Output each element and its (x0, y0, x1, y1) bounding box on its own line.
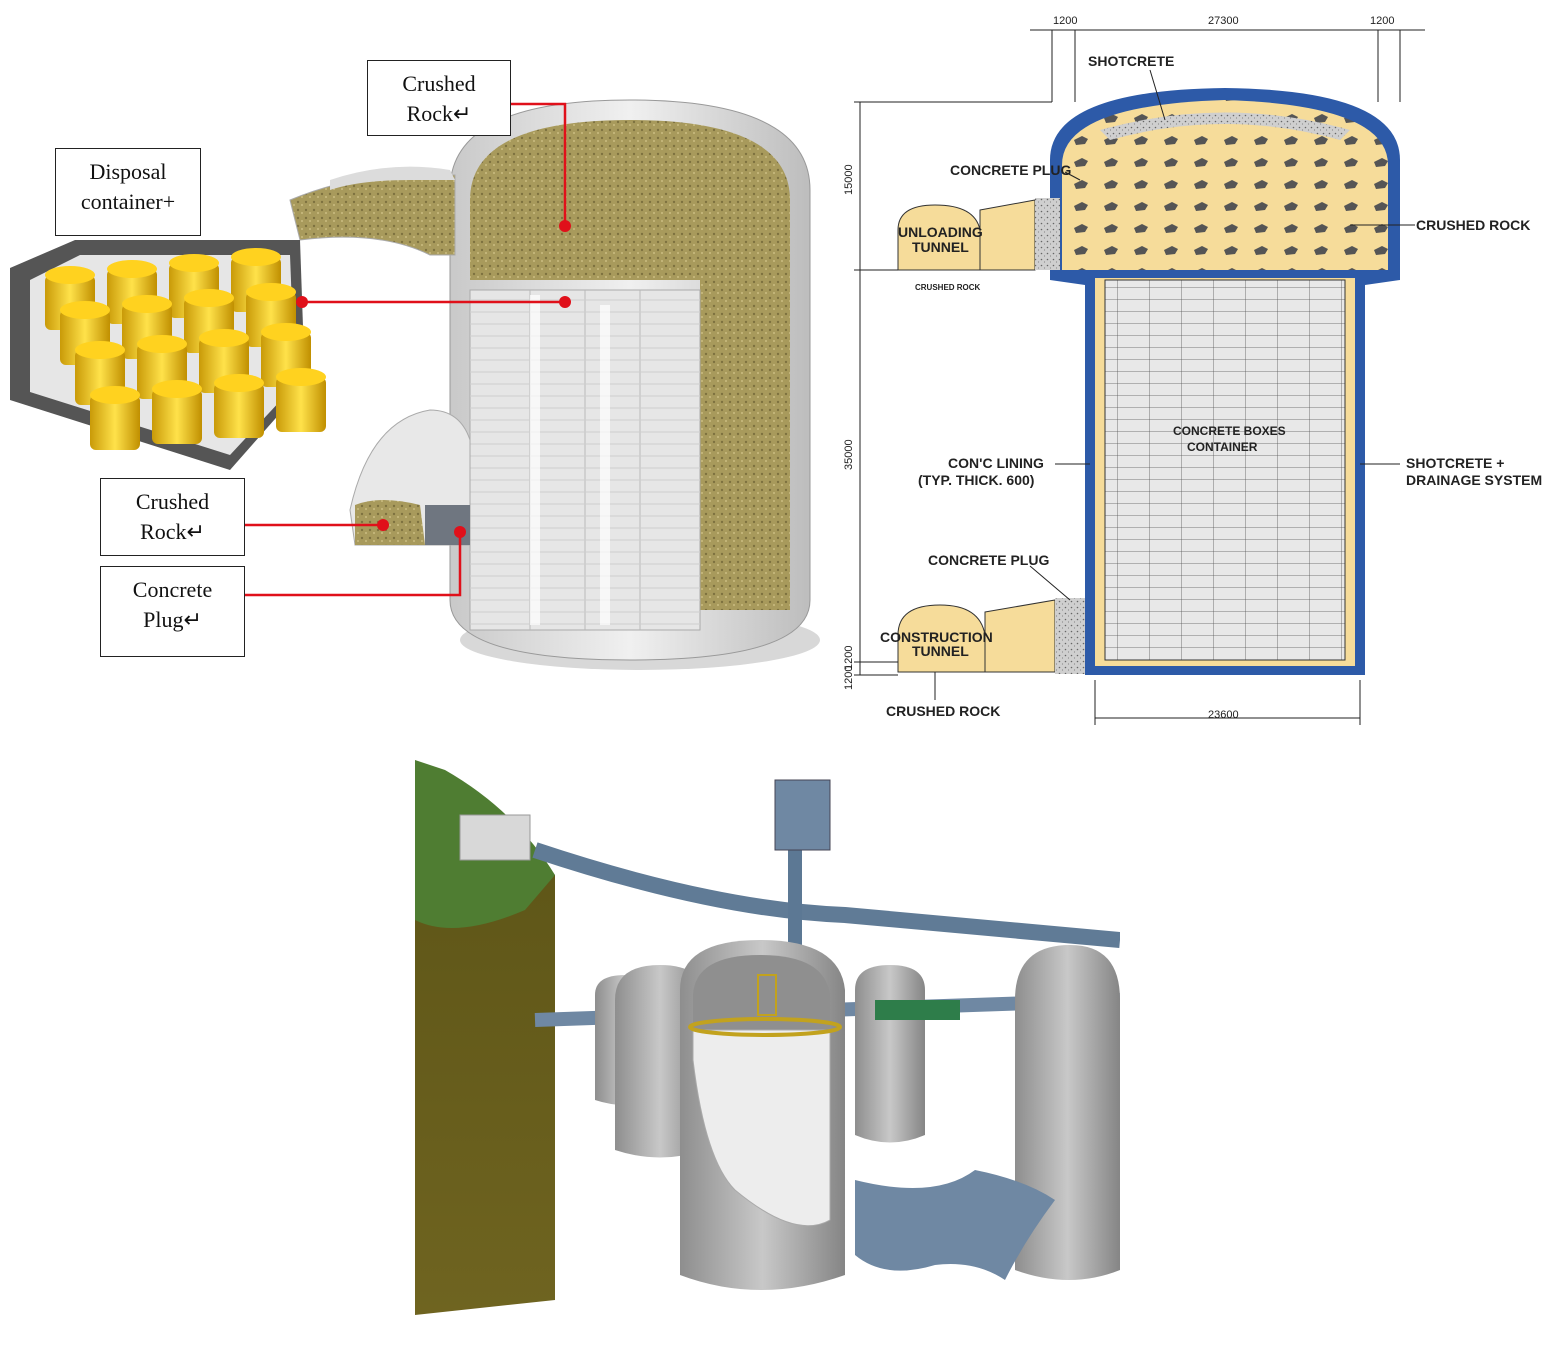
callout-concrete-plug: Concrete Plug↵ (100, 566, 245, 657)
facility-render-graphic (415, 760, 1121, 1315)
waste-barrel-lid (137, 335, 187, 353)
label-shotcrete-drain-1: SHOTCRETE + (1406, 455, 1504, 471)
surface-building (459, 814, 531, 861)
waste-barrel-lid (261, 323, 311, 341)
waste-barrel-lid (60, 301, 110, 319)
callout-line-1: Crushed (135, 489, 210, 514)
dim-bottom: 23600 (1208, 709, 1239, 721)
callout-line-1: Concrete (132, 577, 213, 602)
waste-barrel-lid (75, 341, 125, 359)
dim-left-low-1: 1200 (843, 646, 855, 670)
dim-top-mid: 27300 (1208, 15, 1239, 27)
facility-3d-render (415, 760, 1121, 1330)
disposal-container-box (10, 240, 326, 470)
label-concrete-plug-bottom: CONCRETE PLUG (928, 552, 1049, 568)
label-construction-tunnel-2: TUNNEL (912, 643, 969, 659)
label-unloading-tunnel-1: UNLOADING (898, 224, 983, 240)
callout-crushed-rock-top: Crushed Rock↵ (367, 60, 511, 136)
waste-barrel-lid (276, 368, 326, 386)
waste-barrel-lid (169, 254, 219, 272)
label-crushed-rock-small: CRUSHED ROCK (915, 283, 981, 292)
cross-section-graphic: SHOTCRETE CONCRETE PLUG CRUSHED ROCK UNL… (843, 15, 1542, 725)
callout-line-2: container+ (80, 189, 176, 214)
label-crushed-rock-bottom: CRUSHED ROCK (886, 703, 1000, 719)
transport-truck (875, 1000, 960, 1020)
waste-barrel-lid (231, 248, 281, 266)
label-shotcrete-drain-2: DRAINAGE SYSTEM (1406, 472, 1542, 488)
waste-barrel (152, 389, 202, 444)
ventilation-tower (774, 779, 831, 851)
callout-line-2: Plug↵ (143, 607, 202, 632)
silo-cross-section-drawing: SHOTCRETE CONCRETE PLUG CRUSHED ROCK UNL… (830, 0, 1565, 735)
label-unloading-tunnel-2: TUNNEL (912, 239, 969, 255)
waste-barrel-lid (246, 283, 296, 301)
callout-leader-lines (245, 102, 567, 597)
label-concrete-boxes-1: CONCRETE BOXES (1173, 424, 1286, 438)
callout-crushed-rock-bottom: Crushed Rock↵ (100, 478, 245, 556)
waste-barrel (276, 377, 326, 432)
waste-barrel (214, 383, 264, 438)
label-construction-tunnel-1: CONSTRUCTION (880, 629, 993, 645)
callout-line-2: Rock↵ (406, 101, 472, 126)
dim-left-upper: 15000 (843, 164, 855, 195)
dim-left-low-2: 1200 (843, 666, 855, 690)
silo-cutaway-illustration (0, 0, 820, 700)
waste-barrel-lid (90, 386, 140, 404)
callout-leader-dots (296, 220, 571, 538)
dimension-lines (854, 29, 1425, 725)
concrete-box-stack (469, 289, 701, 631)
dim-left-mid: 35000 (843, 439, 855, 470)
waste-barrel-lid (45, 266, 95, 284)
dim-top-right: 1200 (1370, 15, 1394, 27)
label-concrete-plug-top: CONCRETE PLUG (950, 162, 1071, 178)
label-lining-1: CON'C LINING (948, 455, 1044, 471)
waste-barrel-lid (199, 329, 249, 347)
label-crushed-rock-right: CRUSHED ROCK (1416, 217, 1530, 233)
waste-barrel-lid (184, 289, 234, 307)
callout-line-1: Crushed (402, 71, 476, 96)
waste-barrel (90, 395, 140, 450)
waste-barrel-lid (214, 374, 264, 392)
waste-barrel-lid (122, 295, 172, 313)
label-lining-2: (TYP. THICK. 600) (918, 472, 1034, 488)
label-shotcrete: SHOTCRETE (1088, 53, 1174, 69)
waste-barrel-lid (107, 260, 157, 278)
callout-line-1: Disposal (89, 159, 167, 184)
callout-disposal-container: Disposal container+ (55, 148, 201, 236)
callout-line-2: Rock↵ (140, 519, 205, 544)
label-concrete-boxes-2: CONTAINER (1187, 440, 1258, 454)
silo-cutaway-graphic (10, 99, 820, 670)
dim-top-left: 1200 (1053, 15, 1077, 27)
waste-barrel-lid (152, 380, 202, 398)
